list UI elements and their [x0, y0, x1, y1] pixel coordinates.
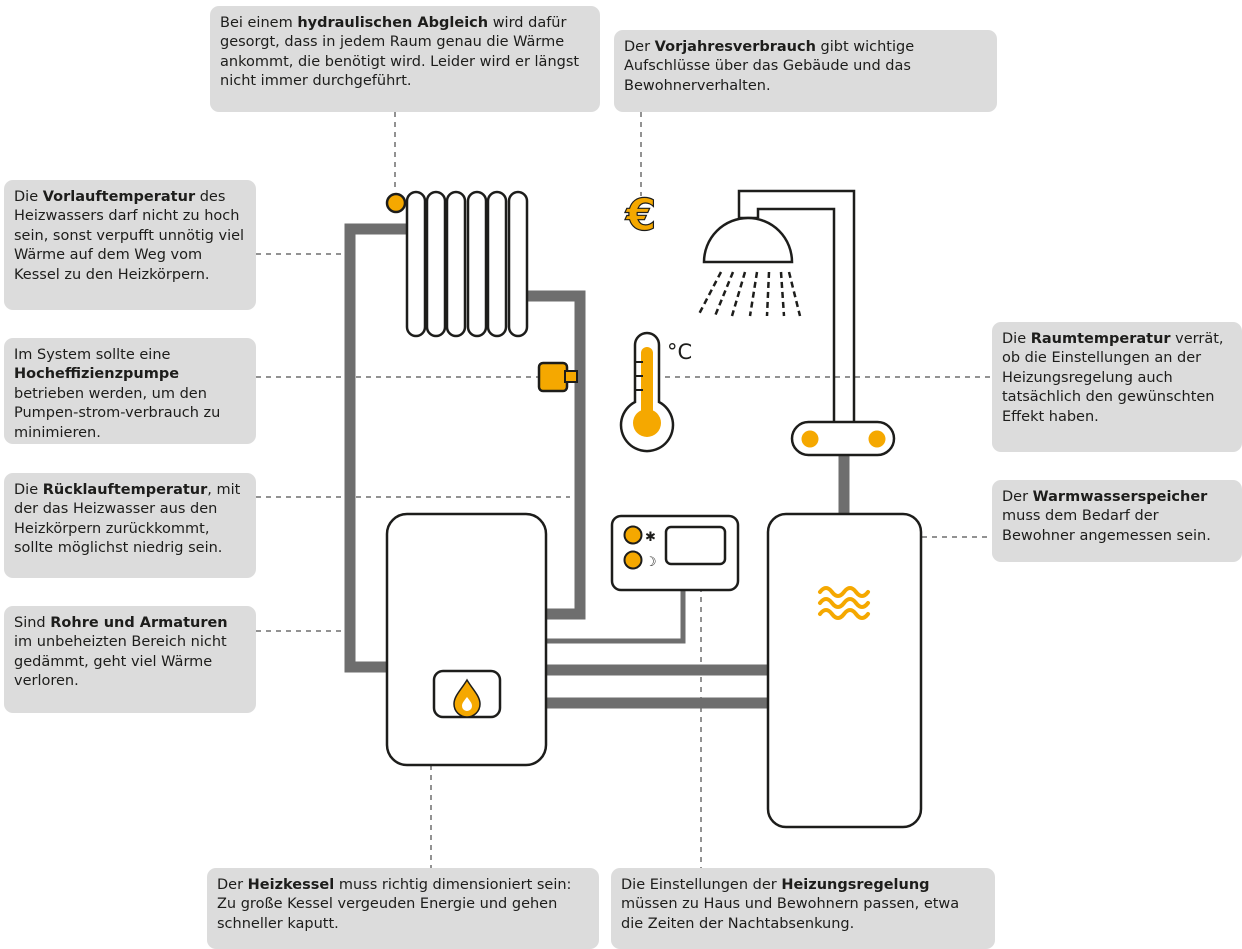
hot-water-storage	[766, 512, 923, 829]
callout-flow-temperature: Die Vorlauftemperatur des Heizwassers da…	[4, 180, 256, 310]
control-cable	[546, 590, 686, 644]
thermometer-icon	[619, 331, 675, 453]
callout-high-efficiency-pump: Im System sollte eine Hocheffizienzpumpe…	[4, 338, 256, 444]
flow-pipe	[344, 223, 406, 673]
shower-icon	[696, 189, 856, 422]
leader-lines	[256, 112, 990, 868]
pump-icon	[537, 361, 578, 393]
waves-icon	[818, 586, 870, 620]
sun-icon: ✱	[645, 530, 656, 545]
euro-icon: €	[625, 190, 657, 241]
callout-room-temperature: Die Raumtemperatur verrät, ob die Einste…	[992, 322, 1242, 452]
cold-tap-icon	[801, 430, 819, 448]
boiler	[385, 512, 548, 767]
moon-icon: ☽	[645, 555, 657, 570]
callout-previous-year-consumption: Der Vorjahresverbrauch gibt wichtige Auf…	[614, 30, 997, 112]
callout-pipes-and-fittings: Sind Rohre und Armaturen im unbeheizten …	[4, 606, 256, 713]
control-display	[664, 525, 727, 566]
day-mode-button	[623, 525, 643, 545]
radiator-valve-icon	[385, 192, 407, 214]
radiator	[405, 190, 529, 338]
shower-mixer	[790, 420, 896, 457]
callout-boiler: Der Heizkessel muss richtig dimensionier…	[207, 868, 599, 949]
callout-return-temperature: Die Rücklauftemperatur, mit der das Heiz…	[4, 473, 256, 578]
night-mode-button	[623, 550, 643, 570]
hot-tap-icon	[868, 430, 886, 448]
celsius-label: °C	[667, 340, 692, 364]
heating-control: ✱ ☽	[610, 514, 740, 592]
pipes	[344, 223, 850, 709]
callout-hot-water-storage: Der Warmwasserspeicher muss dem Bedarf d…	[992, 480, 1242, 562]
return-pipe	[528, 290, 586, 620]
callout-hydraulic-balancing: Bei einem hydraulischen Abgleich wird da…	[210, 6, 600, 112]
callout-heating-control: Die Einstellungen der Heizungsregelung m…	[611, 868, 995, 949]
